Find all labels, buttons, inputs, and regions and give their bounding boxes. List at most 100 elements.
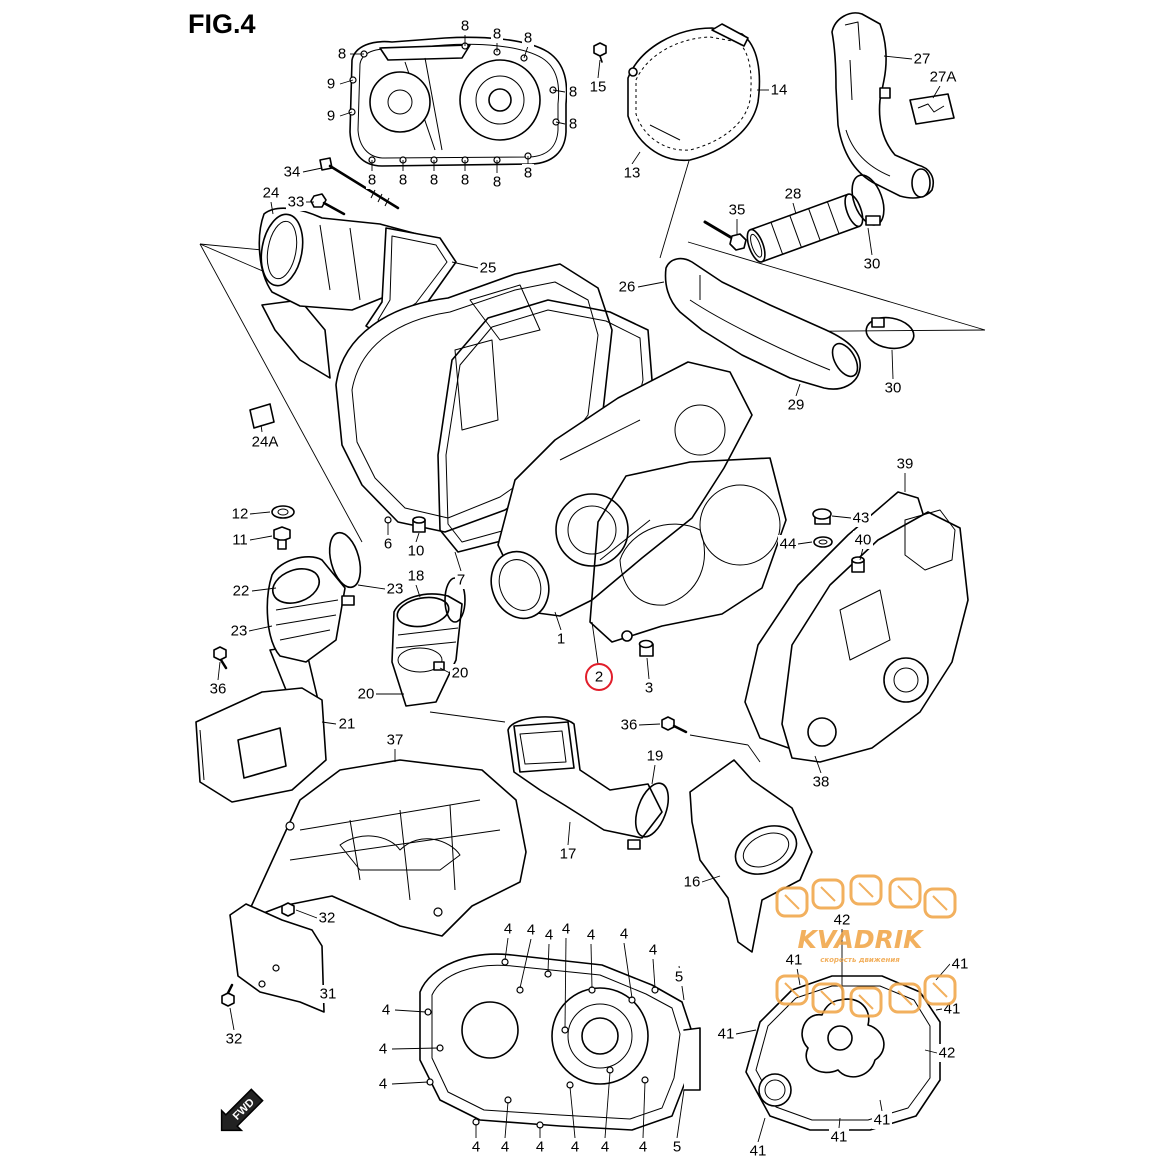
part-number-label: 29 — [788, 397, 805, 414]
intake-hose-18 — [391, 593, 463, 707]
leader-line — [567, 821, 571, 846]
bolt-35 — [703, 220, 747, 251]
label-background — [912, 50, 932, 68]
bolt-32-upper — [281, 902, 295, 917]
label-background — [569, 1138, 581, 1156]
leader-line — [260, 424, 263, 433]
leader-line — [547, 943, 550, 973]
label-background — [832, 911, 852, 929]
leader-line — [415, 532, 420, 543]
label-background — [862, 255, 882, 273]
part-number-label: 8 — [569, 116, 577, 133]
part-number-label: 32 — [226, 1031, 243, 1048]
leader-line — [249, 511, 271, 515]
part-number-label: 7 — [457, 572, 465, 589]
plug-11 — [273, 526, 291, 550]
label-background — [459, 171, 471, 189]
part-number-label: 37 — [387, 732, 404, 749]
part-number-label: 11 — [232, 532, 248, 549]
label-background — [491, 25, 503, 43]
part-number-label: 13 — [624, 165, 641, 182]
leader-line — [391, 1047, 439, 1050]
label-background — [478, 259, 498, 277]
label-background — [397, 171, 409, 189]
part-number-label: 4 — [620, 926, 628, 943]
plug-43 — [812, 508, 832, 525]
air-duct-27 — [831, 12, 934, 199]
part-number-label: 30 — [864, 256, 881, 273]
duct-21 — [195, 644, 327, 803]
part-number-label: 8 — [461, 172, 469, 189]
highlight-ring — [585, 663, 613, 691]
leader-line — [646, 657, 650, 680]
leader-line — [504, 937, 509, 961]
label-background — [673, 968, 685, 986]
leader-line — [229, 1007, 235, 1031]
label-background — [555, 630, 567, 648]
label-background — [599, 1138, 611, 1156]
part-number-label: 4 — [527, 922, 535, 939]
part-number-label: 14 — [771, 82, 788, 99]
part-number-label: 42 — [834, 912, 851, 929]
label-background — [366, 171, 378, 189]
part-number-label: 8 — [368, 172, 376, 189]
label-background — [543, 926, 555, 944]
clutch-cover-bottom — [419, 953, 701, 1131]
part-number-label: 28 — [785, 186, 802, 203]
watermark-brand: KVADRIK — [797, 925, 924, 954]
label-background — [337, 715, 357, 733]
label-background — [593, 668, 605, 686]
leader-line — [217, 661, 221, 681]
starter-cover-41 — [745, 975, 941, 1131]
intake-hose-22 — [266, 556, 346, 663]
label-background — [318, 985, 338, 1003]
label-background — [382, 535, 394, 553]
label-background — [585, 926, 597, 944]
part-number-label: 8 — [524, 165, 532, 182]
label-background — [428, 171, 440, 189]
hose-clamp-19 — [627, 782, 670, 850]
bottom-cover-bolt-holes — [424, 958, 659, 1129]
leader-line — [357, 584, 386, 590]
part-number-label: 41 — [786, 952, 803, 969]
part-number-label: 4 — [504, 921, 512, 938]
label-background — [377, 1075, 389, 1093]
leader-line — [924, 1049, 938, 1054]
label-background — [588, 78, 608, 96]
leader-line — [735, 1029, 757, 1035]
leader-line — [339, 111, 353, 117]
part-number-label: 43 — [853, 510, 870, 527]
part-number-label: 38 — [813, 774, 830, 791]
leader-line — [415, 584, 421, 598]
part-number-label: 9 — [327, 108, 335, 125]
leader-line — [590, 943, 593, 989]
part-number-label: 40 — [855, 532, 872, 549]
label-background — [380, 1001, 392, 1019]
part-number-label: 18 — [408, 568, 425, 585]
seal-24A — [249, 403, 275, 429]
label-background — [560, 920, 572, 938]
part-number-label: 39 — [897, 456, 914, 473]
label-background — [872, 1111, 892, 1129]
hose-clamp-23 — [328, 531, 362, 606]
label-background — [231, 582, 251, 600]
leader-line — [637, 281, 665, 288]
label-background — [851, 509, 871, 527]
part-number-label: 8 — [493, 174, 501, 191]
leader-line — [569, 1086, 576, 1139]
leader-line — [394, 1009, 427, 1013]
part-number-label: 23 — [387, 581, 404, 598]
part-number-label: 21 — [339, 716, 356, 733]
part-number-label: 4 — [601, 1139, 609, 1156]
leader-line — [591, 621, 599, 665]
label-background — [325, 107, 337, 125]
part-number-label: 1 — [557, 631, 565, 648]
part-number-label: 24 — [263, 185, 280, 202]
part-number-label: 27 — [914, 51, 931, 68]
label-background — [829, 1128, 849, 1146]
leader-line — [651, 764, 656, 785]
leader-line — [623, 942, 633, 999]
bolt-34 — [319, 157, 400, 210]
